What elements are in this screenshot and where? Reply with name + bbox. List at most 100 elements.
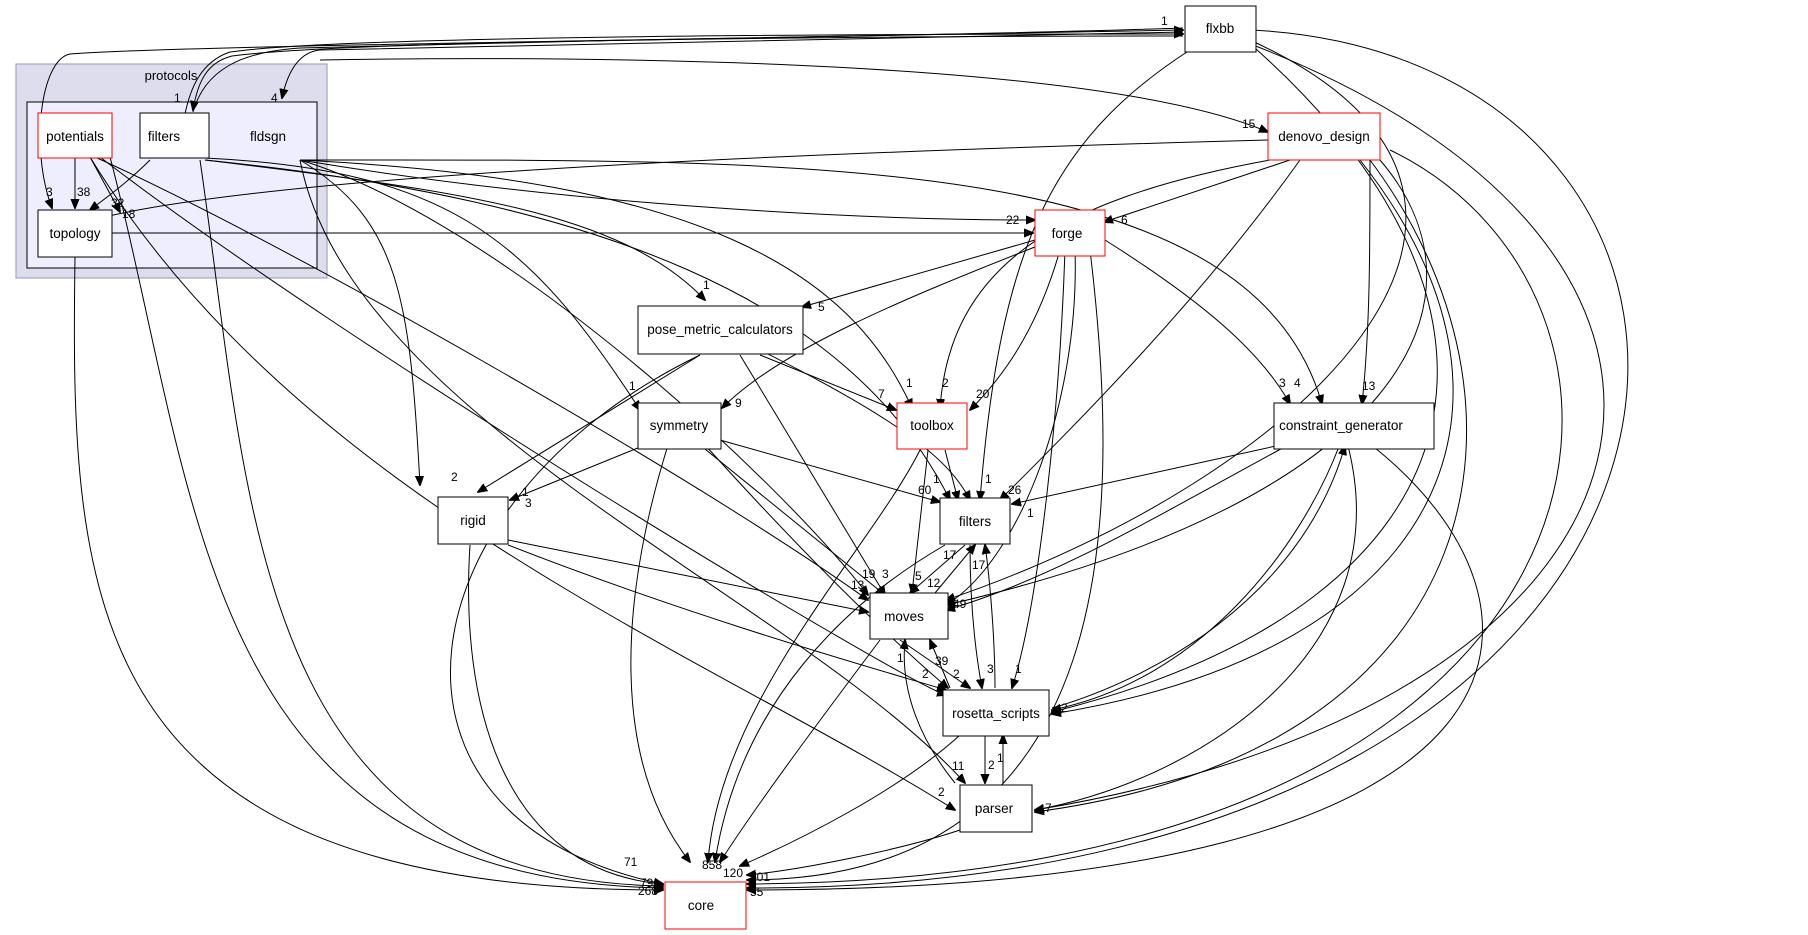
edge-potentials-to-parser	[89, 156, 955, 810]
edge-label: 1	[897, 651, 904, 665]
edge-label: 4	[271, 91, 278, 105]
edge-forge-to-pmc	[802, 239, 1036, 307]
edge-label: 32	[111, 196, 125, 210]
edge-label: 20	[976, 387, 990, 401]
edge-pmc-to-core	[449, 354, 701, 884]
edge-label: 101	[750, 870, 770, 884]
edge-symmetry-to-moves	[699, 444, 885, 595]
node-constraint-generator-label: constraint_generator	[1279, 418, 1403, 433]
edge-label: 2	[922, 667, 929, 681]
edge-fldsgn-to-toolbox	[299, 159, 912, 408]
edge-parser-to-core	[747, 829, 961, 875]
node-fldsgn-filters[interactable]: filters	[139, 112, 210, 159]
edge-label: 2	[1061, 701, 1068, 715]
edge-label: 19	[862, 567, 876, 581]
node-symmetry[interactable]: symmetry	[637, 402, 722, 450]
edge-pmc-to-toolbox	[759, 354, 896, 410]
edge-rosetta-to-filters	[985, 545, 996, 689]
node-forge[interactable]: forge	[1034, 209, 1106, 257]
edge-filters-to-parser	[299, 159, 965, 783]
edge-filters-to-rosetta	[969, 544, 982, 688]
edge-fldsgn-to-moves	[299, 159, 868, 595]
edge-constraint-to-core	[747, 443, 1483, 890]
node-core[interactable]: core	[664, 881, 747, 930]
edge-label: 5	[818, 300, 825, 314]
edge-symmetry-to-filters	[719, 439, 940, 502]
edge-moves-to-rosetta	[899, 639, 970, 688]
edge-constraint-to-parser	[1035, 445, 1357, 810]
edge-denovo-to-moves	[946, 159, 1428, 605]
edge-label: 13	[851, 578, 865, 592]
node-flxbb-label: flxbb	[1206, 21, 1235, 36]
edge-denovo-to-topology	[100, 139, 1269, 218]
edge-label: 3	[882, 567, 889, 581]
edge-label: 2	[942, 376, 949, 390]
node-rosetta-scripts[interactable]: rosetta_scripts	[942, 689, 1050, 737]
edge-forge-to-rosetta	[1012, 249, 1066, 688]
edge-label: 1	[1161, 14, 1168, 28]
node-rosetta-scripts-label: rosetta_scripts	[952, 706, 1040, 721]
edge-flxbb-to-core	[747, 29, 1629, 888]
edge-label: 2	[988, 758, 995, 772]
edge-label: 1	[906, 376, 913, 390]
edge-label: 1	[174, 91, 181, 105]
edge-potentials-to-topology-2	[89, 156, 120, 212]
edge-flxbb-to-parser	[1035, 39, 1605, 810]
edge-label: 1	[1015, 662, 1022, 676]
node-rigid-label: rigid	[460, 513, 486, 528]
edge-topology-to-core	[73, 256, 663, 890]
node-potentials-label: potentials	[46, 129, 104, 144]
node-filters[interactable]: filters	[939, 497, 1011, 545]
node-parser[interactable]: parser	[959, 784, 1033, 833]
edge-pmc-to-moves	[739, 354, 885, 595]
node-moves[interactable]: moves	[869, 592, 949, 640]
node-potentials[interactable]: potentials	[37, 112, 113, 159]
node-rigid[interactable]: rigid	[437, 496, 509, 545]
node-toolbox[interactable]: toolbox	[896, 402, 968, 450]
edge-fldsgn-to-denovo	[319, 58, 1268, 132]
edge-forge-to-symmetry	[722, 244, 1041, 408]
edge-flxbb-to-topology	[39, 27, 1184, 208]
edge-filters-to-flxbb	[184, 34, 1183, 115]
edge-labels: 1 1 4 3 38 32 18 15 22 6 1 5 1 9 7 1 2 2…	[46, 14, 1376, 899]
edge-label: 9	[735, 396, 742, 410]
edge-label: 38	[77, 185, 91, 199]
edge-label: 1	[985, 472, 992, 486]
edge-toolbox-to-filters	[944, 449, 958, 500]
edge-potentials-to-rosetta	[99, 156, 946, 695]
node-topology[interactable]: topology	[37, 209, 113, 258]
edge-label: 15	[1242, 117, 1256, 131]
node-denovo-design-label: denovo_design	[1278, 129, 1370, 144]
edge-forge-to-constraint	[1104, 239, 1290, 404]
edge-fldsgn-to-forge	[299, 159, 1035, 220]
edge-potentials-to-moves	[94, 156, 868, 600]
node-flxbb[interactable]: flxbb	[1184, 5, 1257, 53]
edge-pmc-to-rigid	[478, 354, 701, 492]
fldsgn-cluster-label: fldsgn	[250, 129, 286, 144]
edge-constraint-to-filters	[1012, 443, 1286, 504]
edge-label: 2	[938, 785, 945, 799]
edge-label: 268	[638, 884, 658, 898]
node-pose-metric-calculators[interactable]: pose_metric_calculators	[637, 305, 804, 355]
edge-label: 2	[953, 667, 960, 681]
edge-filters-inner-to-core	[199, 159, 663, 886]
edge-rigid-to-core	[468, 544, 663, 884]
edge-label: 3	[46, 185, 53, 199]
edge-label: 120	[723, 866, 743, 880]
edge-denovo-to-core	[747, 149, 1563, 884]
edge-label: 17	[943, 548, 957, 562]
edge-label: 1	[1027, 506, 1034, 520]
edge-label: 11	[952, 759, 965, 773]
edge-filters-to-core	[715, 544, 946, 862]
edge-label: 5	[915, 569, 922, 583]
protocols-cluster-label: protocols	[145, 68, 198, 83]
node-denovo-design[interactable]: denovo_design	[1267, 112, 1381, 161]
node-toolbox-label: toolbox	[910, 418, 954, 433]
edge-label: 26	[1008, 483, 1022, 497]
edge-label: 12	[927, 576, 941, 590]
edge-symmetry-to-core	[630, 444, 690, 862]
edge-label: 3	[525, 496, 532, 510]
node-constraint-generator[interactable]: constraint_generator	[1273, 402, 1435, 450]
edge-constraint-to-moves	[946, 443, 1291, 610]
